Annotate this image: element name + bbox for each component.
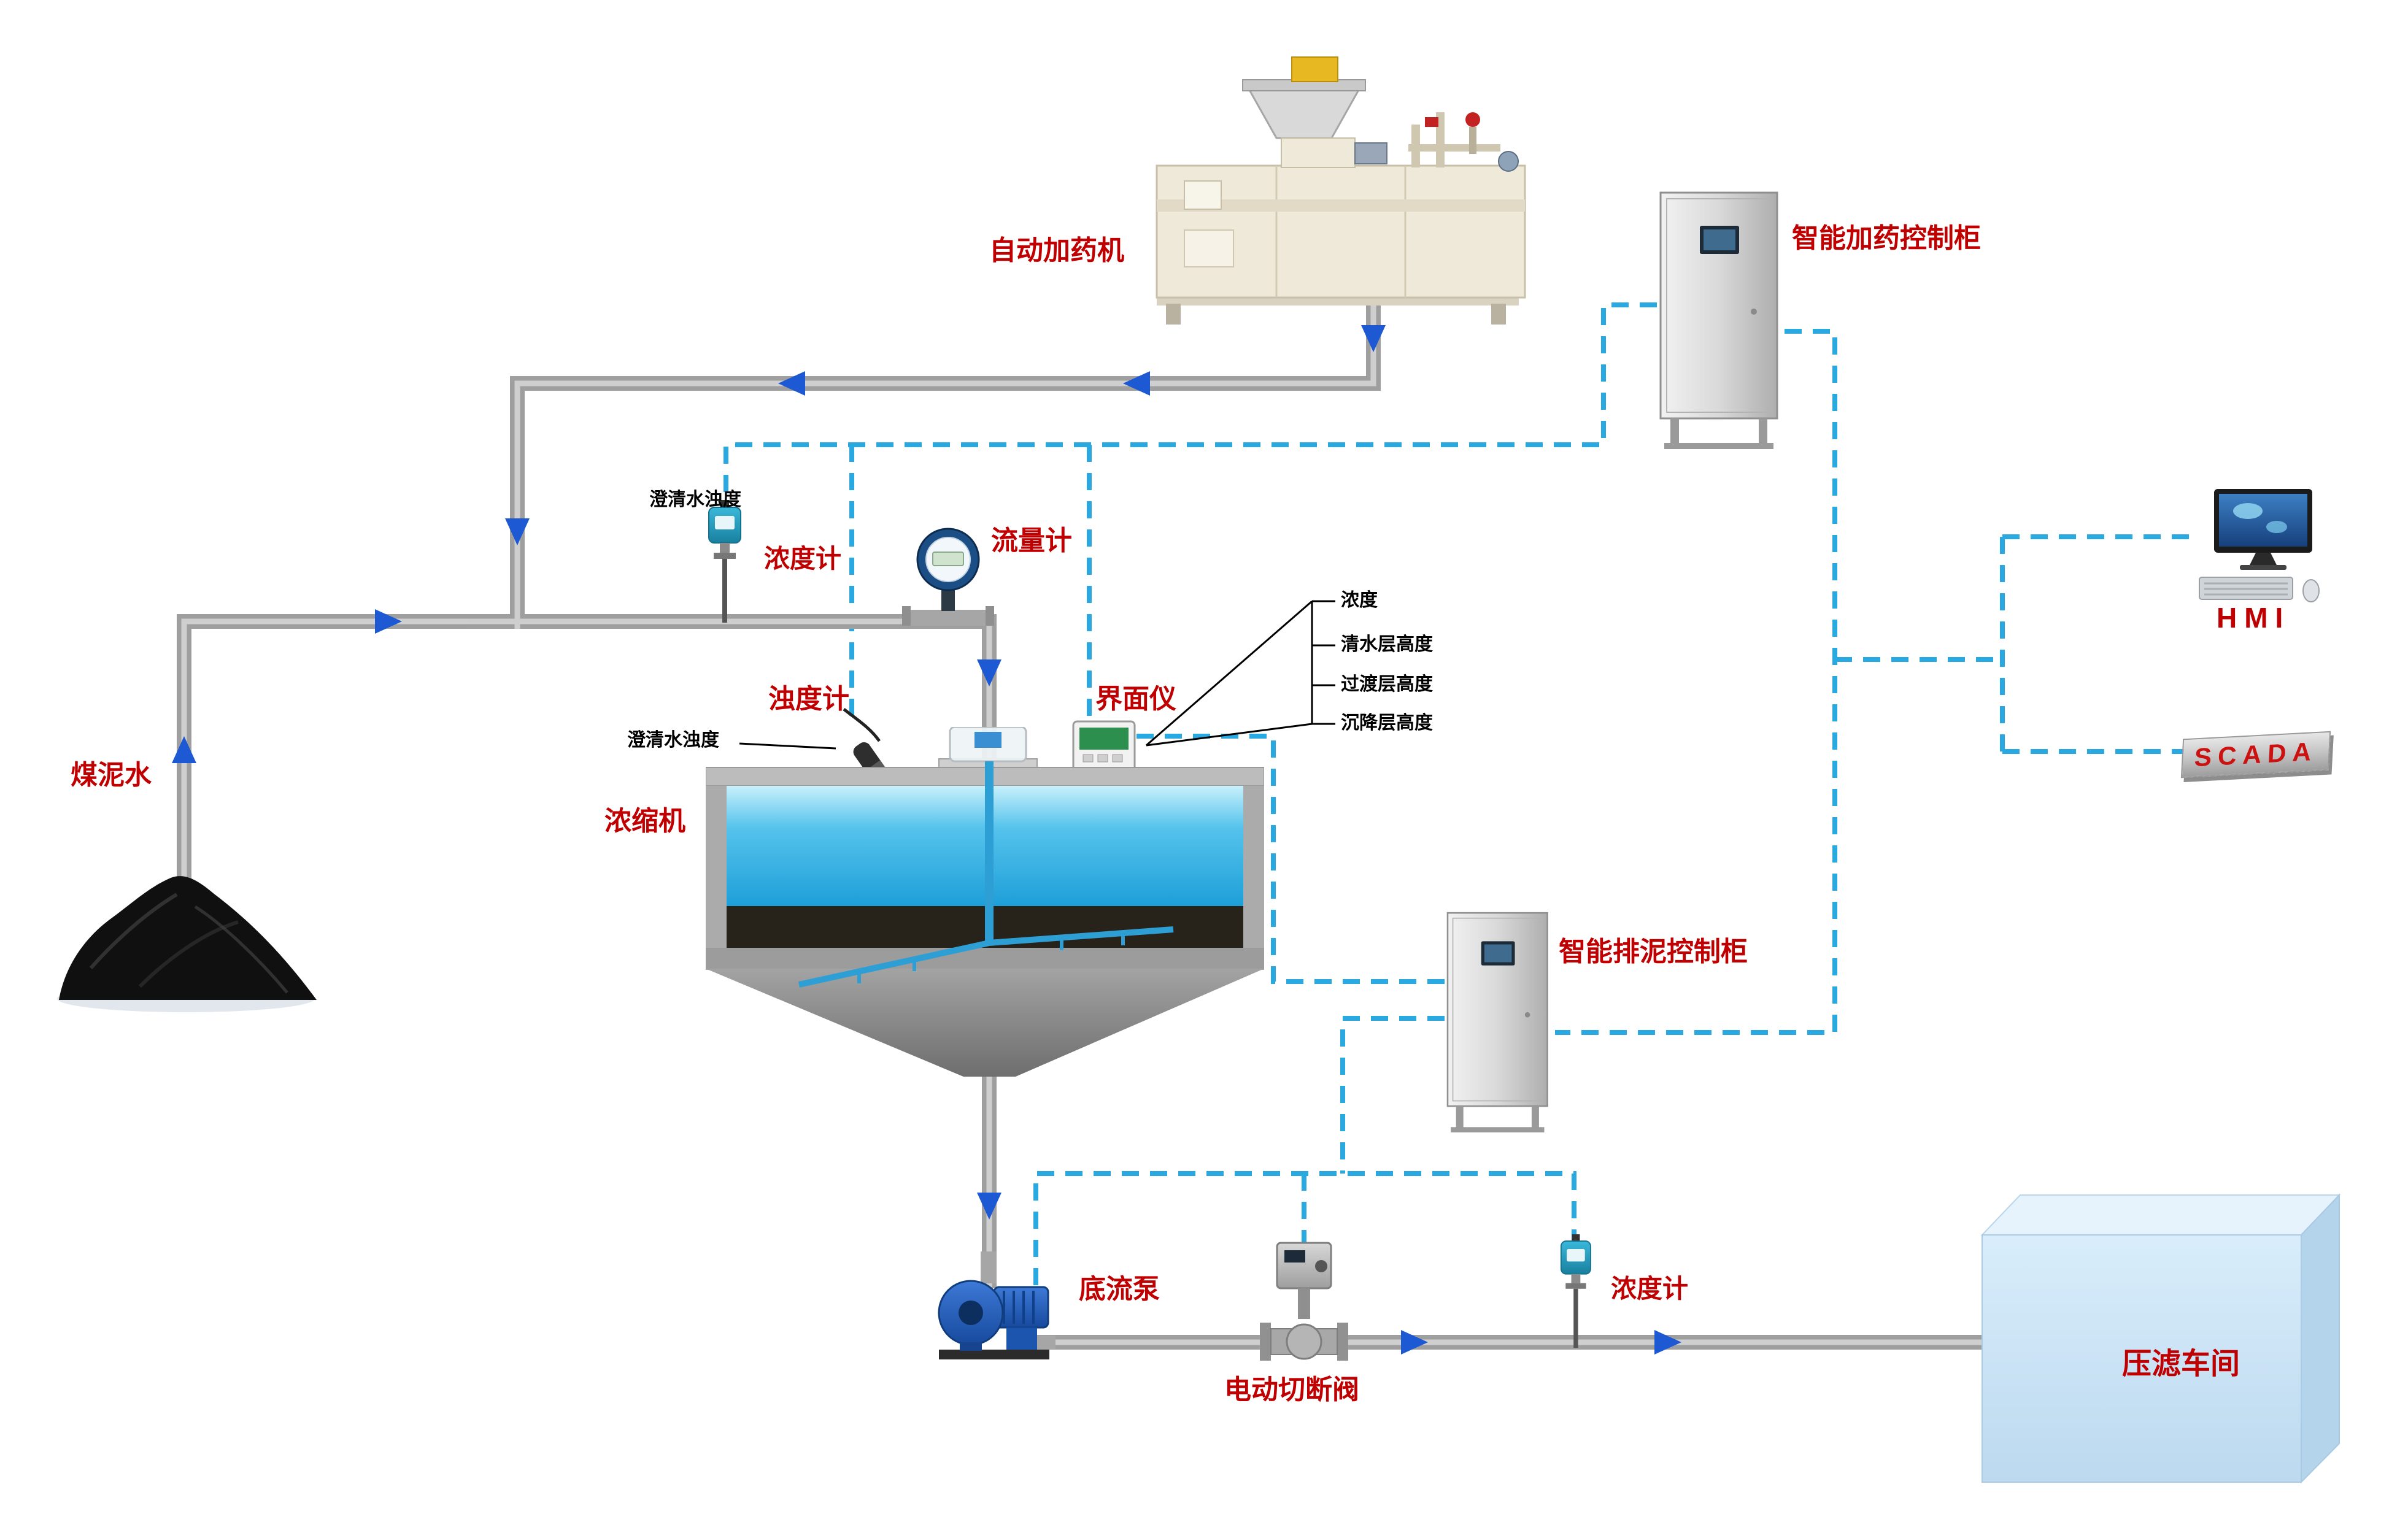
flow-arrow <box>778 371 805 396</box>
dosing-machine-label: 自动加药机 <box>989 236 1124 266</box>
turbidity-note-line <box>739 742 836 750</box>
flow-arrow <box>505 518 530 545</box>
densitometer-bottom-label: 浓度计 <box>1611 1274 1689 1303</box>
filter-press-label: 压滤车间 <box>2122 1348 2240 1380</box>
flow-arrow <box>1654 1330 1681 1355</box>
shutoff-valve-device <box>1255 1238 1353 1379</box>
coal-pile <box>54 815 321 1014</box>
signal-mud-to-interface <box>1136 734 1445 984</box>
thickener-label: 浓缩机 <box>604 806 685 836</box>
turbidity-meter-label: 浊度计 <box>768 684 849 714</box>
density-sensor-icon <box>708 500 741 623</box>
thickener-tank <box>706 727 1264 1089</box>
interface-callout-lines <box>739 600 1335 750</box>
flow-meter-label: 流量计 <box>991 526 1072 556</box>
flow-meter-device <box>902 526 994 626</box>
interface-meter-label: 界面仪 <box>1095 684 1176 714</box>
scada-label: SCADA <box>2193 736 2318 772</box>
interface-callout-2: 过渡层高度 <box>1341 674 1433 694</box>
scada-badge: SCADA <box>2180 731 2331 778</box>
hmi-station <box>2190 488 2331 610</box>
signal-dosing-to-mud-cabinet <box>1555 329 1837 1035</box>
flow-arrow <box>172 736 196 763</box>
control-cabinet-icon <box>1446 912 1548 1132</box>
interface-callout-1: 清水层高度 <box>1341 634 1433 655</box>
control-cabinet-icon <box>1659 191 1778 449</box>
flow-arrow <box>977 1193 1001 1220</box>
interface-callout-0: 浓度 <box>1341 590 1378 610</box>
densitometer-top <box>697 500 752 623</box>
hmi-label: HMI <box>2217 602 2291 634</box>
turbidity-meter-note: 澄清水浊度 <box>627 730 719 750</box>
flow-arrow <box>375 609 402 634</box>
hmi-computer-icon <box>2199 489 2320 602</box>
flow-arrow <box>1361 325 1386 352</box>
underflow-pump-device <box>933 1251 1055 1368</box>
dosing-machine <box>1148 52 1540 328</box>
pump-icon <box>938 1251 1055 1359</box>
underflow-pump-label: 底流泵 <box>1079 1274 1160 1304</box>
density-sensor-icon <box>1560 1234 1591 1348</box>
mud-control-cabinet <box>1443 910 1554 1136</box>
signal-lines <box>724 302 2192 1285</box>
coal-pile-icon <box>57 876 317 1012</box>
valve-icon <box>1260 1242 1348 1361</box>
coal-slurry-label: 煤泥水 <box>71 760 152 790</box>
flow-arrow <box>1123 371 1150 396</box>
densitometer-bottom <box>1548 1234 1603 1348</box>
signal-mud-feed <box>1340 1016 1445 1174</box>
flow-arrow <box>1401 1330 1428 1355</box>
interface-callout-3: 沉降层高度 <box>1341 713 1433 733</box>
shutoff-valve-label: 电动切断阀 <box>1224 1375 1359 1405</box>
densitometer-top-note: 澄清水浊度 <box>649 490 741 510</box>
dosing-machine-icon <box>1156 56 1526 325</box>
filter-press-workshop <box>1958 1189 2344 1486</box>
dosing-control-cabinet <box>1656 189 1785 453</box>
workshop-box-icon <box>1980 1193 2341 1484</box>
densitometer-top-label: 浓度计 <box>764 544 842 573</box>
flow-arrows <box>172 325 1681 1355</box>
flow-arrow <box>977 659 1001 686</box>
dosing-cabinet-label: 智能加药控制柜 <box>1792 223 1981 253</box>
flow-meter-icon <box>902 528 994 626</box>
signal-dosing-to-densitometer <box>724 302 1657 535</box>
thickener-icon <box>706 727 1264 1077</box>
mud-cabinet-label: 智能排泥控制柜 <box>1559 937 1748 967</box>
pipe-highlight <box>181 264 1982 1345</box>
